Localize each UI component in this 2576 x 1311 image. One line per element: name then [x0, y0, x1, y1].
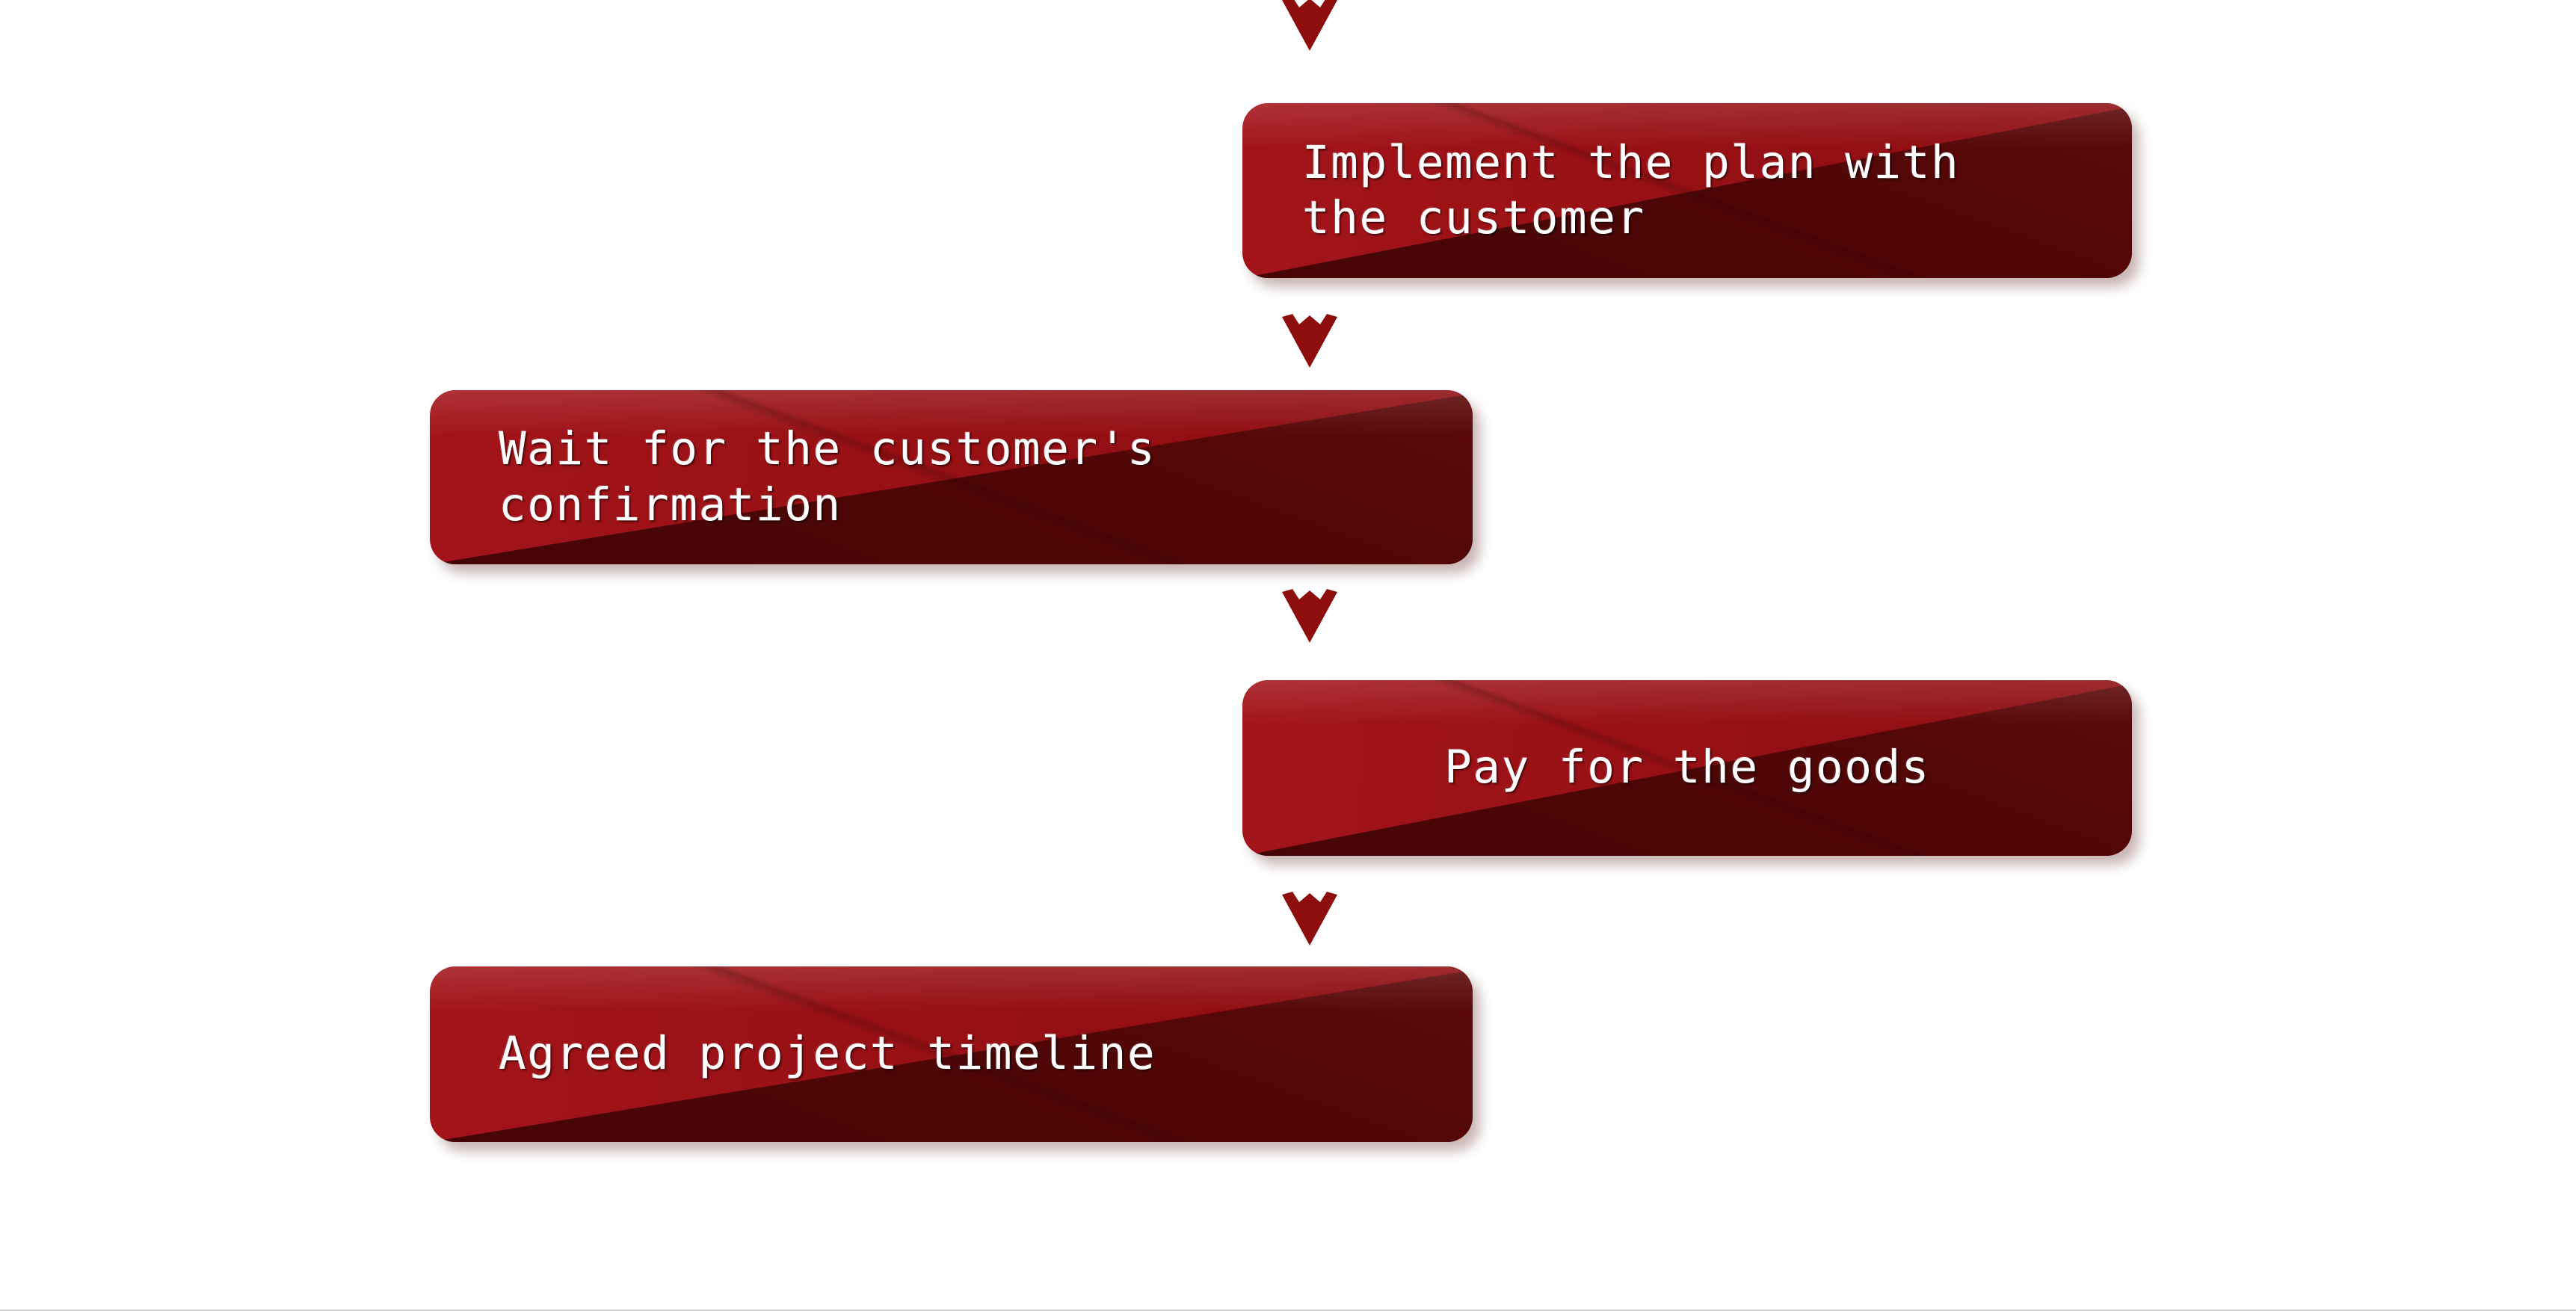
- arrow-down-icon-implement-to-wait: [1281, 306, 1339, 369]
- node-label: Agreed project timeline: [499, 1027, 1156, 1081]
- node-label: Implement the plan with the customer: [1302, 135, 1960, 244]
- arrow-down-icon-pay-to-timeline: [1281, 884, 1339, 947]
- node-agreed-timeline[interactable]: Agreed project timeline: [430, 966, 1473, 1142]
- node-label: Pay for the goods: [1444, 741, 1930, 795]
- page-bottom-divider: [0, 1310, 2576, 1311]
- arrow-down-icon-into-implement-plan: [1281, 0, 1339, 52]
- node-label: Wait for the customer's confirmation: [499, 422, 1156, 531]
- node-wait-confirmation[interactable]: Wait for the customer's confirmation: [430, 390, 1473, 564]
- arrow-down-icon-wait-to-pay: [1281, 582, 1339, 644]
- node-pay-goods[interactable]: Pay for the goods: [1242, 680, 2132, 856]
- node-implement-plan[interactable]: Implement the plan with the customer: [1242, 103, 2132, 278]
